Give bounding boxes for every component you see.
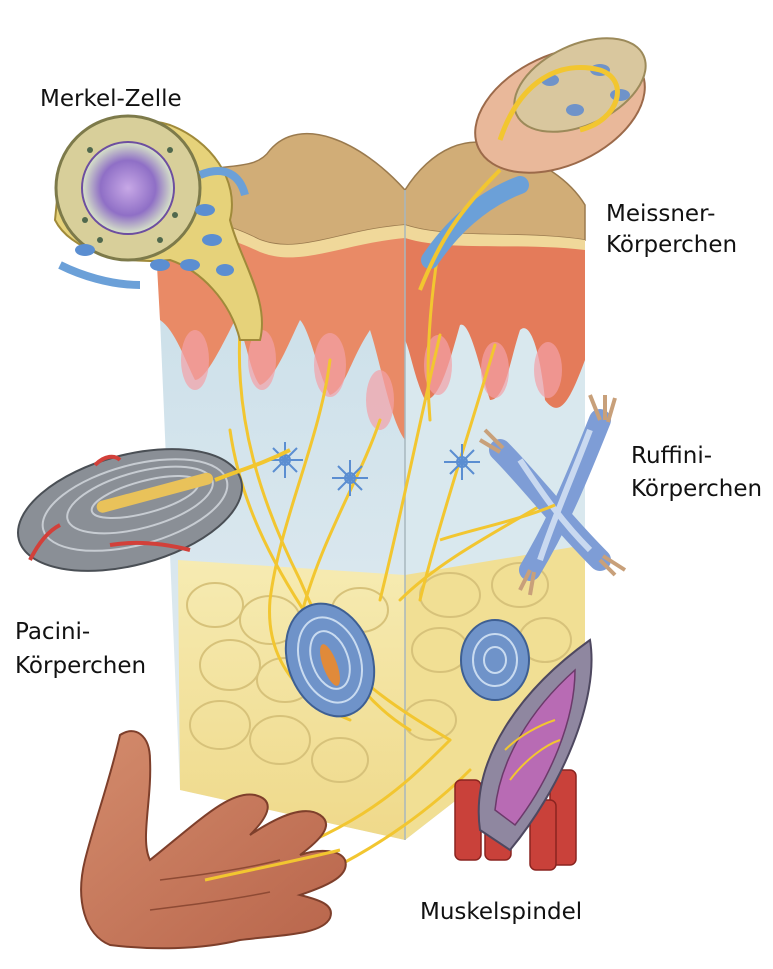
label-pacini-line2: Körperchen (15, 651, 146, 681)
label-meissner-line2: Körperchen (606, 230, 737, 260)
label-ruffini-line2: Körperchen (631, 474, 762, 504)
merkel-cell-illustration (55, 116, 262, 340)
label-muscle-spindle: Muskelspindel (420, 897, 582, 927)
label-pacini-line1: Pacini- (15, 617, 90, 647)
label-merkel-cell: Merkel-Zelle (40, 84, 182, 114)
label-ruffini-line1: Ruffini- (631, 441, 712, 471)
label-meissner-line1: Meissner- (606, 199, 715, 229)
